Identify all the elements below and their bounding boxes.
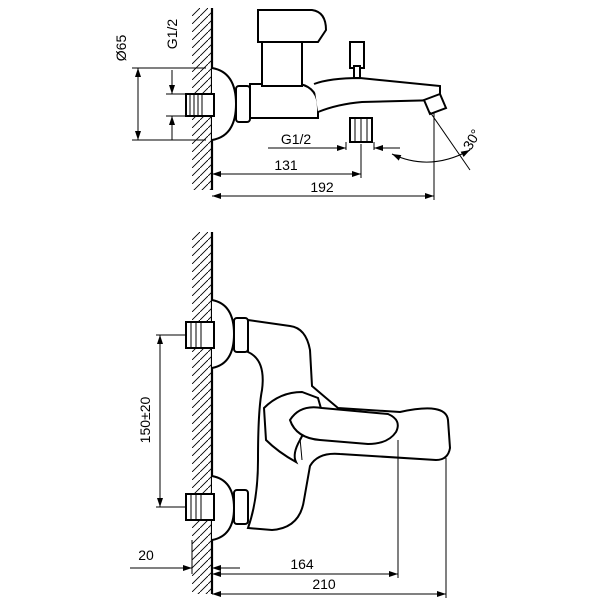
handle-lever-top [257,9,328,43]
center-distance-label: 150±20 [137,396,153,443]
outlet-thread-label: G1/2 [281,131,312,147]
upper-flange [211,299,236,369]
mixer-body-top [249,83,319,119]
lower-inlet-thread [185,493,215,521]
upper-inlet-thread [185,321,215,349]
diverter-stem-top [353,65,361,79]
spout-length-label: 164 [290,556,314,572]
front-view: 150±20 20 164 210 [130,232,452,598]
lower-flange [211,475,236,541]
total-length-label-top: 192 [310,179,334,195]
cartridge-housing-top [261,41,303,87]
lever-grip-front [288,406,399,446]
outlet-distance-label: 131 [274,157,298,173]
inlet-thread-top [185,93,215,117]
inlet-thread-label: G1/2 [164,19,180,50]
connection-nut-top [235,85,251,123]
wall-offset-label: 20 [138,547,154,563]
diameter-dimension-label: Ø65 [113,35,129,62]
spout-top [313,76,441,113]
wall-flange-top [211,67,238,141]
lower-nut [233,489,249,525]
wall-hatch-front [192,232,212,594]
diverter-knob-top [349,41,365,69]
spout-angle-label: 30° [459,126,483,152]
top-view: Ø65 G1/2 G1/2 131 192 30° [113,8,484,200]
aerator-top [422,92,448,116]
upper-nut [233,317,249,353]
total-length-label-front: 210 [312,576,336,592]
spout-angle-arc [391,149,471,163]
